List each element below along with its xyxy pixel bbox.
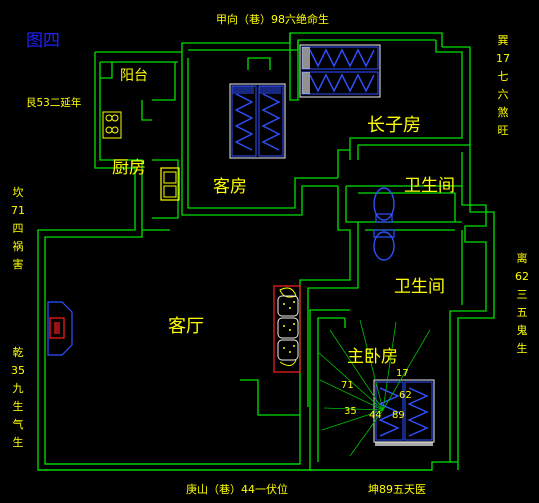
- room-label-master-room: 主卧房: [347, 347, 398, 367]
- master-bed: [373, 379, 435, 446]
- guest-wall: [181, 52, 338, 216]
- compass-lines: [317, 319, 431, 457]
- figure-label: 图四: [26, 31, 60, 51]
- vright-mid-glyph: 五: [517, 306, 528, 319]
- son-room-bed: [299, 44, 381, 98]
- vleft-mid-glyph: 71: [11, 204, 25, 217]
- orientation-top: 甲向（巷）98六绝命生: [216, 12, 329, 26]
- outer-wall-top: [95, 32, 443, 53]
- vleft-mid-glyph: 坎: [13, 186, 24, 199]
- compass-number-44: 44: [369, 410, 382, 421]
- window-tab: [247, 57, 271, 70]
- vright-mid-glyph: 离: [517, 251, 528, 265]
- vright-mid-glyph: 三: [517, 288, 528, 301]
- kitchen-stove: [102, 111, 122, 139]
- living-sofa: [273, 285, 301, 373]
- balcony-jog: [100, 62, 113, 79]
- vright-top-glyph: 七: [498, 70, 509, 83]
- orientation-upper-left: 艮53二延年: [26, 96, 81, 109]
- compass-number-89: 89: [392, 410, 405, 421]
- vleft-low-glyph: 35: [11, 364, 25, 377]
- toilet-upper: [373, 187, 395, 223]
- vleft-low-glyph: 生: [13, 399, 24, 413]
- guest-right-wall: [289, 33, 299, 101]
- compass-number-71: 71: [341, 380, 354, 391]
- inner-wall-left: [44, 62, 300, 465]
- vleft-low-glyph: 九: [13, 382, 24, 395]
- vright-top-glyph: 巽: [498, 34, 509, 47]
- living-cabinet: [47, 301, 73, 356]
- kitchen-jog: [141, 100, 152, 121]
- son-room-bottom: [337, 149, 350, 178]
- compass-number-35: 35: [344, 406, 357, 417]
- outer-wall-right: [457, 145, 495, 470]
- vright-top-glyph: 旺: [498, 124, 509, 137]
- vright-mid-glyph: 鬼: [517, 323, 528, 337]
- guest-bed: [229, 83, 286, 159]
- vleft-mid-glyph: 四: [13, 222, 24, 235]
- kitchen-sink: [160, 167, 180, 201]
- vright-mid-glyph: 62: [515, 270, 529, 283]
- orientation-left-mid: 坎 71 四祸害: [11, 186, 25, 271]
- master-wall-left: [309, 309, 350, 470]
- inner-wall-upper-right: [349, 40, 463, 160]
- toilet-lower: [373, 229, 395, 261]
- balcony-divider: [152, 62, 176, 101]
- outer-wall-bottom: [38, 461, 458, 471]
- master-wall-left-inner: [317, 317, 345, 462]
- vleft-low-glyph: 乾: [13, 346, 24, 359]
- room-label-kitchen: 厨房: [112, 158, 146, 178]
- living-wall-right-inner: [307, 186, 359, 407]
- walls: [37, 32, 495, 471]
- room-label-living-room: 客厅: [168, 316, 204, 337]
- vright-top-glyph: 煞: [498, 105, 509, 119]
- orientation-bottom-right: 坤89五天医: [368, 482, 426, 496]
- vleft-low-glyph: 生: [13, 435, 24, 449]
- vleft-mid-glyph: 害: [13, 257, 24, 271]
- compass-number-17: 17: [396, 368, 409, 379]
- orientation-bottom-left: 庚山（巷）44一伏位: [186, 482, 288, 496]
- living-inner-jog: [240, 379, 259, 388]
- vleft-mid-glyph: 祸: [13, 239, 24, 253]
- room-label-bathroom-upper: 卫生间: [404, 176, 455, 196]
- room-label-guest-room: 客房: [213, 177, 247, 197]
- kitchen-right: [152, 159, 179, 219]
- vright-top-glyph: 六: [498, 88, 509, 101]
- outer-wall-upper-right: [357, 46, 471, 160]
- compass-number-62: 62: [399, 390, 412, 401]
- inner-wall-bottom-left: [45, 388, 301, 465]
- vleft-low-glyph: 气: [13, 417, 24, 431]
- inner-wall-right: [449, 152, 487, 462]
- guest-wall-inner: [187, 58, 338, 209]
- vright-top-glyph: 17: [496, 52, 510, 65]
- room-label-eldest-son-room: 长子房: [367, 115, 421, 136]
- room-label-bathroom-lower: 卫生间: [394, 277, 445, 297]
- vright-mid-glyph: 生: [517, 341, 528, 355]
- room-label-balcony: 阳台: [120, 68, 148, 84]
